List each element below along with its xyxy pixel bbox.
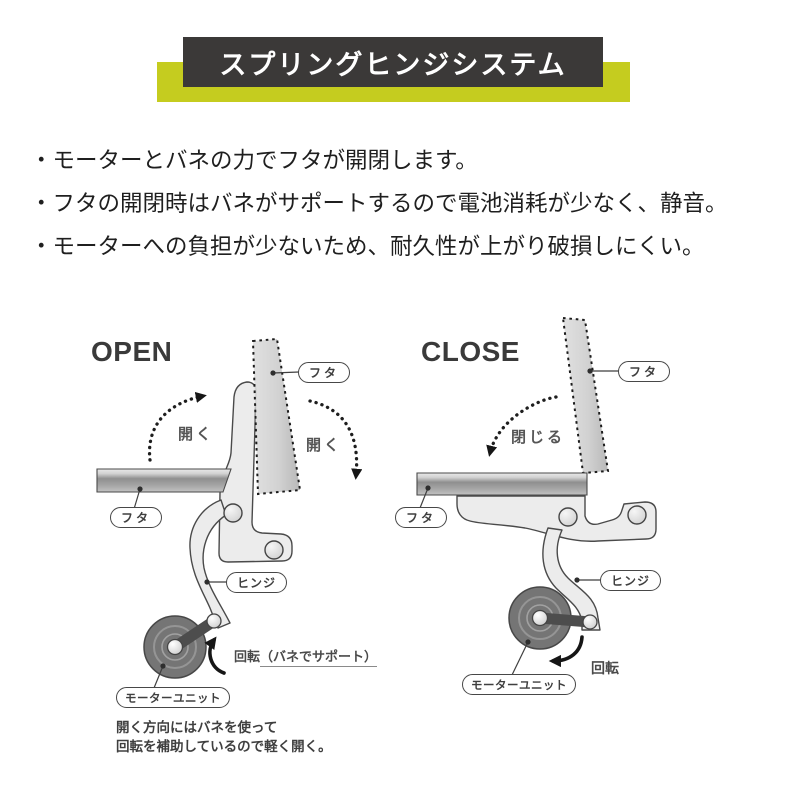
open-rotation-label: 回転（バネでサポート） <box>234 646 378 667</box>
rotation-word: 回転 <box>234 649 261 664</box>
close-hinge-plate <box>456 495 657 542</box>
open-diagram-shapes <box>96 337 363 689</box>
open-direction-label-right: 開く <box>306 437 343 454</box>
close-rotation-label: 回転 <box>591 660 619 676</box>
open-direction-label-left: 開く <box>178 426 215 443</box>
open-caption-line: 開く方向にはバネを使って <box>116 720 278 735</box>
close-pivot <box>558 507 578 527</box>
open-heading: OPEN <box>91 336 173 367</box>
feature-item: ・フタの開閉時はバネがサポートするので電池消耗が少なく、静音。 <box>30 191 728 216</box>
open-crank-ball <box>206 613 222 629</box>
open-motor-ring <box>161 633 189 661</box>
open-lid-bar <box>96 468 232 493</box>
title-banner: スプリングヒンジシステム <box>183 37 603 87</box>
open-leader-dots <box>137 370 276 669</box>
open-crank-ball <box>166 638 184 656</box>
rotation-spring-note: （バネでサポート） <box>260 649 378 667</box>
open-caption-line: 回転を補助しているので軽く開く。 <box>116 739 332 754</box>
close-pivot <box>627 505 647 525</box>
page-title: スプリングヒンジシステム <box>219 49 567 80</box>
open-motor-label: モーターユニット <box>116 687 230 708</box>
open-motor-ring <box>153 625 197 669</box>
close-direction-label: 閉じる <box>511 429 566 446</box>
open-lid-panel <box>251 337 302 496</box>
close-motor-label: モーターユニット <box>462 674 576 695</box>
close-diagram-shapes <box>416 316 657 676</box>
close-lid-panel <box>561 316 610 475</box>
open-pivot <box>223 503 243 523</box>
open-hinge-lower-arm <box>189 499 231 629</box>
open-arc-arrow-right <box>308 399 363 480</box>
close-lid-label-side: フタ <box>395 507 448 528</box>
close-crank-ball <box>582 614 598 630</box>
close-heading: CLOSE <box>421 336 520 367</box>
open-arc-arrow-left <box>147 391 207 462</box>
open-lid-label-side: フタ <box>110 507 163 528</box>
close-lid-label-top: フタ <box>618 361 671 382</box>
hinge-diagram-canvas <box>96 316 657 689</box>
close-hinge-arm <box>542 527 601 631</box>
close-arc-arrow <box>486 395 558 457</box>
feature-item: ・モーターとバネの力でフタが開閉します。 <box>30 148 478 173</box>
close-crank-ball <box>531 609 549 627</box>
close-crank-rod <box>534 612 596 628</box>
open-leader-lines <box>133 371 300 689</box>
open-hinge-label: ヒンジ <box>226 572 288 593</box>
close-leader-lines <box>419 370 619 676</box>
feature-item: ・モーターへの負担が少ないため、耐久性が上がり破損しにくい。 <box>30 234 705 259</box>
open-caption: 開く方向にはバネを使って 回転を補助しているので軽く開く。 <box>116 718 332 756</box>
close-lid-bar <box>416 472 588 496</box>
open-lid-label-top: フタ <box>298 362 351 383</box>
feature-list: ・モーターとバネの力でフタが開閉します。 ・フタの開閉時はバネがサポートするので… <box>30 139 728 268</box>
open-pivot <box>264 540 284 560</box>
close-hinge-label: ヒンジ <box>600 570 662 591</box>
close-leader-dots <box>425 368 593 645</box>
open-rotation-arrow <box>204 636 226 675</box>
close-rotation-arrow <box>548 635 584 668</box>
